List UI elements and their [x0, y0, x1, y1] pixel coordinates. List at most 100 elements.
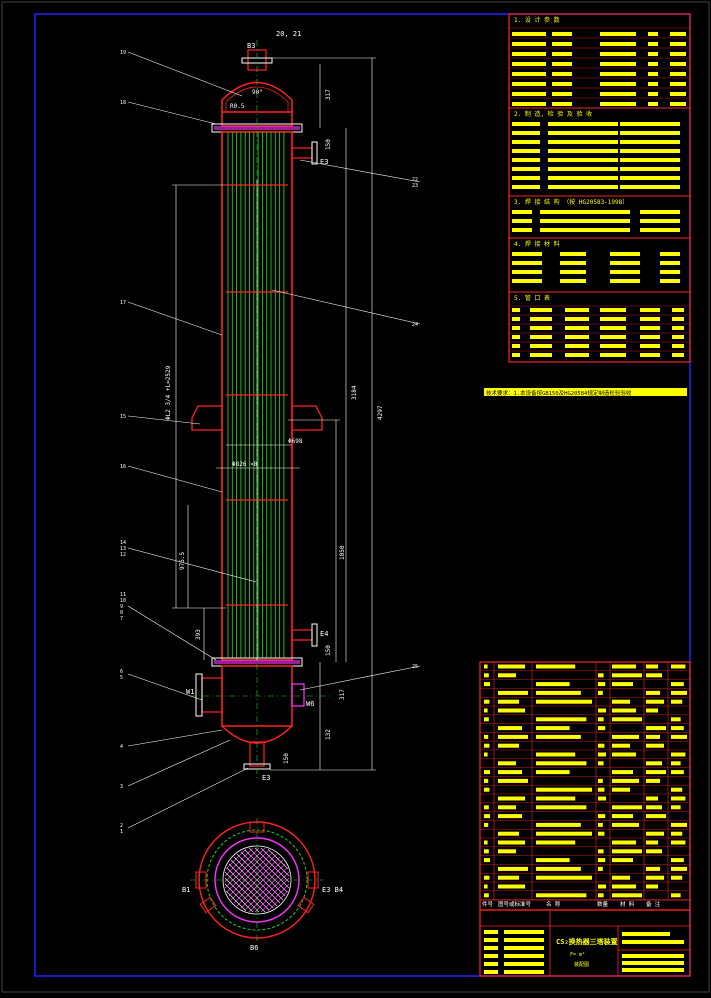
parts-text-bar [498, 875, 519, 880]
parts-text-bar [612, 699, 630, 704]
parts-header-cell: 材 料 [620, 900, 635, 908]
spec-text-bar [512, 72, 546, 76]
spec-text-bar [640, 210, 680, 214]
spec-text-bar [600, 92, 636, 96]
spec-text-bar [560, 279, 586, 283]
spec-text-bar [548, 167, 618, 171]
parts-text-bar [536, 893, 587, 898]
parts-text-bar [612, 814, 633, 819]
leader-line-l4 [127, 729, 223, 747]
spec-text-bar [548, 185, 618, 189]
spec-text-bar [600, 335, 626, 339]
parts-text-bar [484, 875, 490, 880]
title-block-bars [484, 930, 684, 974]
dim-text-baffle: 975.5 [179, 552, 186, 570]
parts-text-bar [646, 796, 658, 801]
spec-text-bar [672, 317, 684, 321]
parts-text-bar [598, 673, 604, 678]
spec-text-bar [600, 72, 636, 76]
spec-title-nozzle: 5. 管 口 表 [514, 294, 550, 302]
lower-side-flange [311, 623, 318, 647]
title-text-bar [622, 968, 684, 972]
leader-line-l18 [127, 101, 217, 125]
spec-panel: 1. 设 计 参 数 2. 制 造, 检 验 及 验 收 3. 焊 接 结 构 … [508, 13, 691, 363]
parts-text-bar [536, 734, 581, 739]
parts-text-bar [598, 690, 603, 695]
spec-text-bar [672, 353, 684, 357]
upper-side-nozzle [291, 147, 313, 159]
spec-text-bar [660, 261, 680, 265]
dim-text-small: 393 [195, 629, 202, 640]
spec-text-bar [610, 252, 640, 256]
title-text-bar [622, 932, 670, 936]
parts-text-bar [484, 849, 489, 854]
parts-text-bar [671, 866, 687, 871]
nozzle-left-low-label: W1 [186, 688, 194, 696]
spec-text-bar [640, 335, 660, 339]
nozzle-labels: B3 20, 21 E3 E4 E3 W1 W6 [186, 30, 328, 782]
parts-text-bar [646, 726, 666, 731]
dim-text-overall2: 4297 [377, 405, 384, 420]
parts-text-bar [598, 884, 606, 889]
spec-text-bar [620, 140, 680, 144]
spec-text-bar [512, 335, 520, 339]
parts-text-bar [536, 831, 592, 836]
dim-text-top: 317 [325, 89, 332, 100]
spec-text-bar [512, 326, 520, 330]
leader-label-l2: 2 [120, 823, 123, 829]
parts-text-bar [598, 849, 604, 854]
parts-text-bar [536, 752, 576, 757]
spec-text-bar [560, 261, 586, 265]
parts-text-bar [484, 893, 489, 898]
spec-text-bar [512, 308, 520, 312]
spec-text-bar [512, 149, 540, 153]
parts-text-bar [646, 840, 658, 845]
spec-text-bar [565, 353, 589, 357]
parts-text-bar [598, 831, 605, 836]
spec-text-bar [512, 131, 540, 135]
leader-label-l25: 25 [412, 664, 418, 670]
parts-list-rows [479, 661, 691, 900]
parts-text-bar [598, 858, 606, 863]
left-low-nozzle [201, 677, 223, 713]
parts-text-bar [612, 893, 642, 898]
parts-text-bar [598, 743, 605, 748]
parts-text-bar [598, 814, 606, 819]
spec-text-bar [670, 62, 686, 66]
leader-label-l14: 13 [120, 546, 126, 552]
parts-text-bar [598, 796, 606, 801]
spec-text-bar [600, 326, 626, 330]
spec-text-bars [509, 27, 690, 357]
spec-text-bar [640, 344, 660, 348]
lower-side-nozzle [291, 629, 313, 641]
tube-grid-line [228, 863, 274, 909]
parts-text-bar [498, 840, 525, 845]
leader-label-l11: 7 [120, 616, 123, 622]
spec-text-bar [512, 42, 546, 46]
dimension-lines [172, 57, 376, 771]
leader-line-l22 [299, 159, 421, 183]
dim-text-shell-od: Φ698 [288, 438, 303, 445]
parts-text-bar [646, 805, 662, 810]
spec-text-bar [600, 308, 626, 312]
parts-text-bar [612, 787, 630, 792]
spec-text-bar [620, 149, 680, 153]
parts-text-bar [646, 849, 662, 854]
parts-text-bar [671, 717, 681, 722]
spec-text-bar [540, 210, 630, 214]
parts-text-bar [646, 884, 658, 889]
spec-title-manufacture: 2. 制 造, 检 验 及 验 收 [514, 110, 592, 118]
spec-text-bar [512, 122, 540, 126]
spec-text-bar [600, 344, 626, 348]
spec-text-bar [610, 261, 640, 265]
parts-text-bar [646, 664, 658, 669]
tube-grid-line [224, 877, 260, 913]
leader-line-l11 [127, 605, 217, 661]
spec-text-bar [620, 131, 680, 135]
spec-text-bar [565, 344, 589, 348]
spec-text-bar [600, 102, 636, 106]
parts-list-frame [479, 661, 691, 911]
title-text-bar [484, 962, 498, 966]
spec-text-bar [660, 252, 680, 256]
parts-text-bar [498, 673, 516, 678]
